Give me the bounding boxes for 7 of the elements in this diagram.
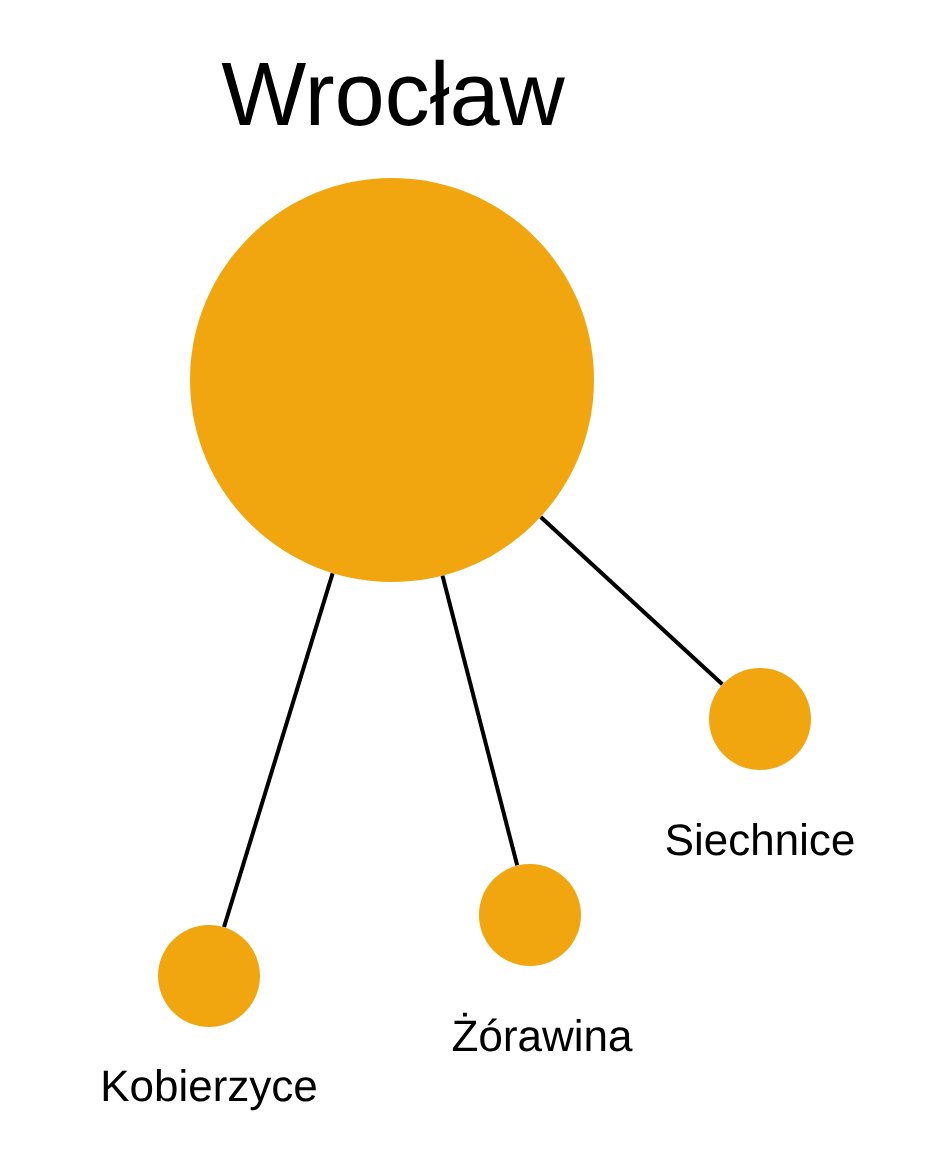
connector-line bbox=[222, 572, 335, 928]
node-label: Kobierzyce bbox=[103, 1069, 316, 1111]
connector-line bbox=[440, 575, 520, 866]
node-heading: Wrocław bbox=[221, 59, 565, 126]
node-label: Żórawina bbox=[452, 1012, 633, 1052]
node-label: Siechnice bbox=[666, 823, 854, 856]
connector-line bbox=[539, 515, 724, 686]
